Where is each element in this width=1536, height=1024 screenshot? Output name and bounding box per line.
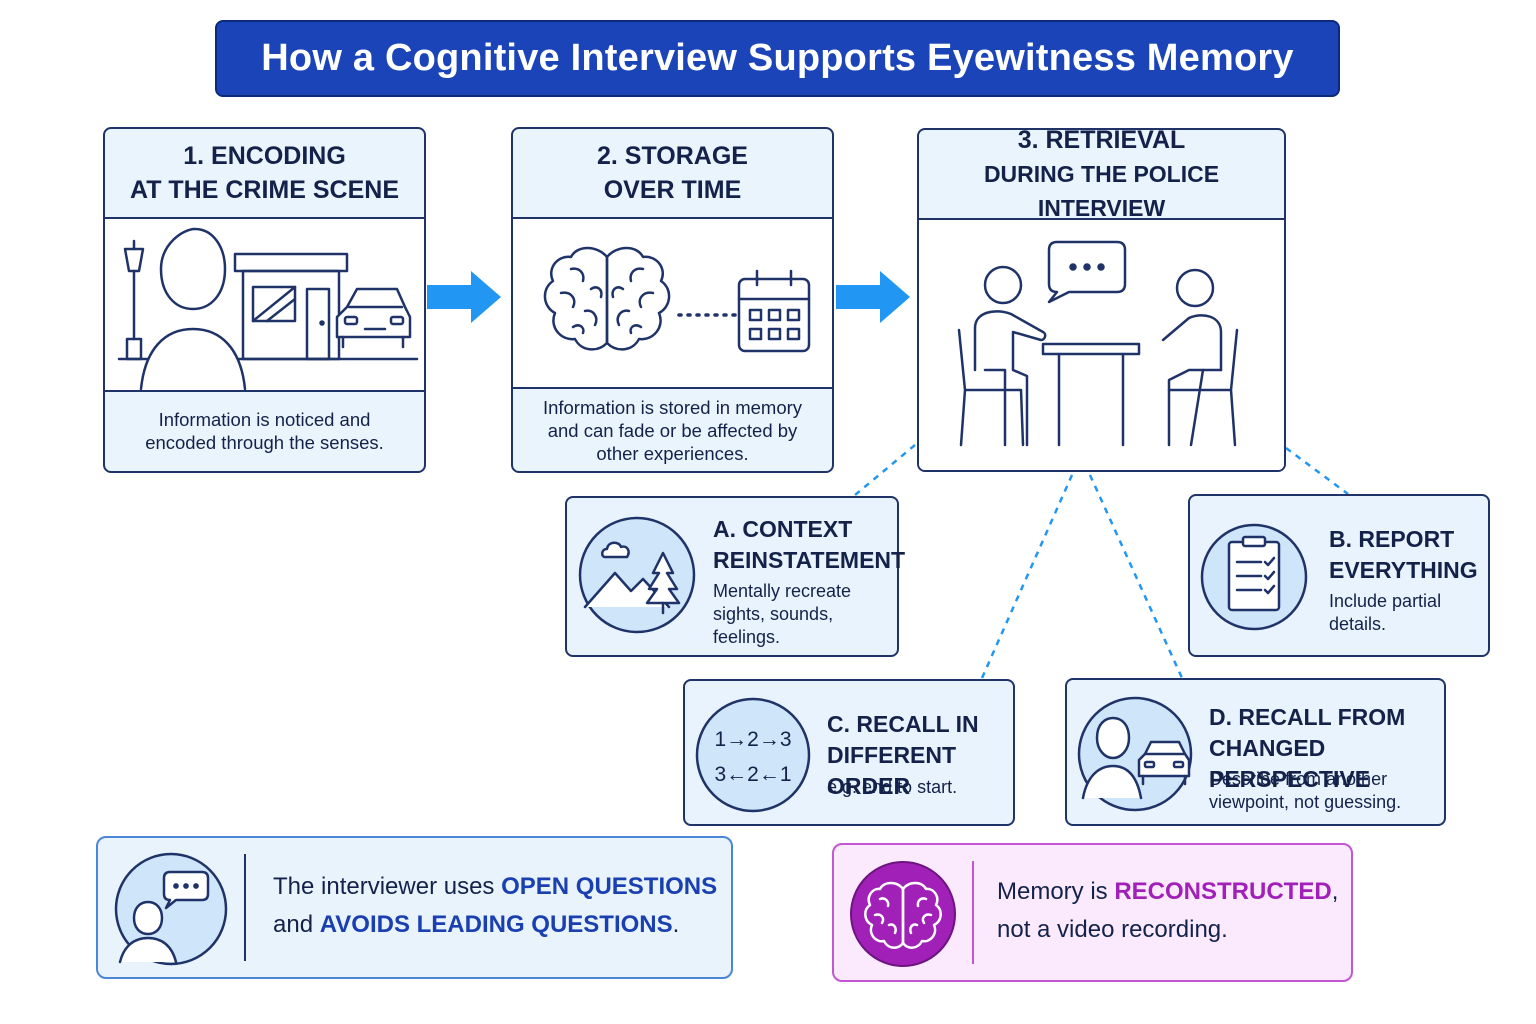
- technique-a-title: A. CONTEXT REINSTATEMENT: [713, 514, 905, 576]
- stage-encoding-caption: Information is noticed and encoded throu…: [105, 392, 424, 470]
- person-icon: [139, 227, 247, 391]
- caption-line: encoded through the senses.: [145, 432, 384, 453]
- title-line: REINSTATEMENT: [713, 547, 906, 573]
- memory-storage-illustration: [513, 219, 832, 389]
- title-line: DIFFERENT ORDER: [827, 742, 957, 799]
- technique-d-description: Describe from another viewpoint, not gue…: [1209, 768, 1401, 814]
- title-line: C. RECALL IN: [827, 711, 979, 737]
- caption-line: and can fade or be affected by: [547, 419, 798, 441]
- caption-line: Information is noticed and: [158, 409, 371, 430]
- technique-changed-perspective: D. RECALL FROM CHANGED PERSPECTIVE Descr…: [1065, 678, 1446, 826]
- desc-line: Describe from another: [1209, 769, 1388, 789]
- title-line: A. CONTEXT: [713, 516, 853, 542]
- desc-line: viewpoint, not guessing.: [1209, 792, 1402, 812]
- arrow-right-icon: [836, 271, 910, 323]
- desc-line: Mentally recreate: [713, 581, 852, 601]
- note-text: and: [273, 911, 320, 938]
- stage-retrieval-subtitle: DURING THE POLICE INTERVIEW: [983, 161, 1220, 221]
- stage-storage-heading: 2. STORAGE OVER TIME: [513, 129, 832, 219]
- title-line: D. RECALL FROM: [1209, 704, 1406, 730]
- stage-retrieval: 3. RETRIEVAL DURING THE POLICE INTERVIEW: [917, 128, 1286, 472]
- connector-d: [1088, 474, 1184, 679]
- highlight-avoids-leading: AVOIDS LEADING QUESTIONS: [319, 911, 673, 938]
- checklist-icon: [1200, 523, 1308, 631]
- landscape-icon: [578, 516, 696, 634]
- connector-b: [1285, 446, 1349, 496]
- highlight-open-questions: OPEN QUESTIONS: [501, 873, 718, 900]
- speech-bubble-icon: [162, 870, 210, 910]
- memory-note-text: Memory is RECONSTRUCTED, not a video rec…: [997, 873, 1338, 949]
- title-line: CHANGED PERSPECTIVE: [1209, 735, 1371, 792]
- technique-d-title: D. RECALL FROM CHANGED PERSPECTIVE: [1209, 702, 1444, 795]
- arrow-right-icon: [427, 271, 501, 323]
- title-line: EVERYTHING: [1329, 557, 1478, 583]
- note-text: ,: [1331, 878, 1339, 905]
- street-lamp-icon: [117, 239, 151, 361]
- crime-scene-illustration: [105, 219, 424, 392]
- perspective-icon: [1077, 696, 1193, 812]
- car-icon: [335, 287, 412, 349]
- interviewer-note-text: The interviewer uses OPEN QUESTIONS and …: [273, 868, 717, 944]
- technique-b-description: Include partial details.: [1329, 590, 1441, 636]
- speech-bubble-icon: [1047, 240, 1127, 304]
- stage-encoding-heading: 1. ENCODING AT THE CRIME SCENE: [105, 129, 424, 219]
- technique-c-description: e.g. end to start.: [827, 776, 957, 799]
- desc-line: sights, sounds,: [713, 604, 834, 624]
- technique-report-everything: B. REPORT EVERYTHING Include partial det…: [1188, 494, 1490, 657]
- brain-icon: [850, 861, 956, 967]
- page-title: How a Cognitive Interview Supports Eyewi…: [261, 37, 1294, 79]
- desc-line: e.g. end to start.: [827, 777, 958, 797]
- technique-b-title: B. REPORT EVERYTHING: [1329, 524, 1478, 586]
- sequence-icon: 1→2→3 3←2←1: [695, 697, 811, 813]
- connector-a: [854, 444, 916, 496]
- note-text: .: [672, 911, 680, 938]
- note-text: not a video recording.: [997, 916, 1228, 943]
- title-line: B. REPORT: [1329, 526, 1455, 552]
- desc-line: feelings.: [713, 627, 781, 647]
- stage-storage-subtitle: OVER TIME: [603, 176, 742, 204]
- stage-storage: 2. STORAGE OVER TIME: [511, 127, 834, 473]
- shop-icon: [233, 252, 349, 361]
- sequence-forward: 1→2→3: [714, 728, 791, 751]
- interviewer-note: The interviewer uses OPEN QUESTIONS and …: [96, 836, 733, 979]
- caption-line: other experiences.: [596, 442, 749, 464]
- desc-line: details.: [1329, 614, 1387, 634]
- stage-storage-title: 2. STORAGE: [597, 142, 748, 170]
- stage-encoding-title: 1. ENCODING: [183, 142, 346, 170]
- technique-different-order: 1→2→3 3←2←1 C. RECALL IN DIFFERENT ORDER…: [683, 679, 1015, 826]
- brain-icon: [543, 246, 671, 351]
- technique-context-reinstatement: A. CONTEXT REINSTATEMENT Mentally recrea…: [565, 496, 905, 657]
- divider: [244, 854, 246, 961]
- note-text: The interviewer uses: [273, 873, 502, 900]
- divider: [972, 861, 974, 964]
- sequence-backward: 3←2←1: [714, 763, 791, 786]
- technique-a-description: Mentally recreate sights, sounds, feelin…: [713, 580, 851, 649]
- desc-line: Include partial: [1329, 591, 1442, 611]
- stage-encoding: 1. ENCODING AT THE CRIME SCENE: [103, 127, 426, 473]
- note-text: Memory is: [997, 878, 1115, 905]
- police-interview-illustration: [919, 220, 1284, 470]
- stage-retrieval-title: 3. RETRIEVAL: [1017, 128, 1186, 154]
- highlight-reconstructed: RECONSTRUCTED: [1114, 878, 1332, 905]
- memory-note: Memory is RECONSTRUCTED, not a video rec…: [832, 843, 1353, 982]
- technique-c-title: C. RECALL IN DIFFERENT ORDER: [827, 709, 1013, 802]
- title-banner: How a Cognitive Interview Supports Eyewi…: [215, 20, 1340, 97]
- stage-storage-caption: Information is stored in memory and can …: [513, 389, 832, 471]
- calendar-icon: [737, 269, 811, 353]
- interviewer-icon: [114, 852, 228, 966]
- connector-c: [980, 474, 1074, 679]
- stage-encoding-subtitle: AT THE CRIME SCENE: [130, 176, 399, 204]
- caption-line: Information is stored in memory: [542, 396, 803, 418]
- person-icon: [132, 900, 164, 936]
- stage-retrieval-heading: 3. RETRIEVAL DURING THE POLICE INTERVIEW: [919, 128, 1284, 221]
- interview-table-icon: [957, 265, 1239, 447]
